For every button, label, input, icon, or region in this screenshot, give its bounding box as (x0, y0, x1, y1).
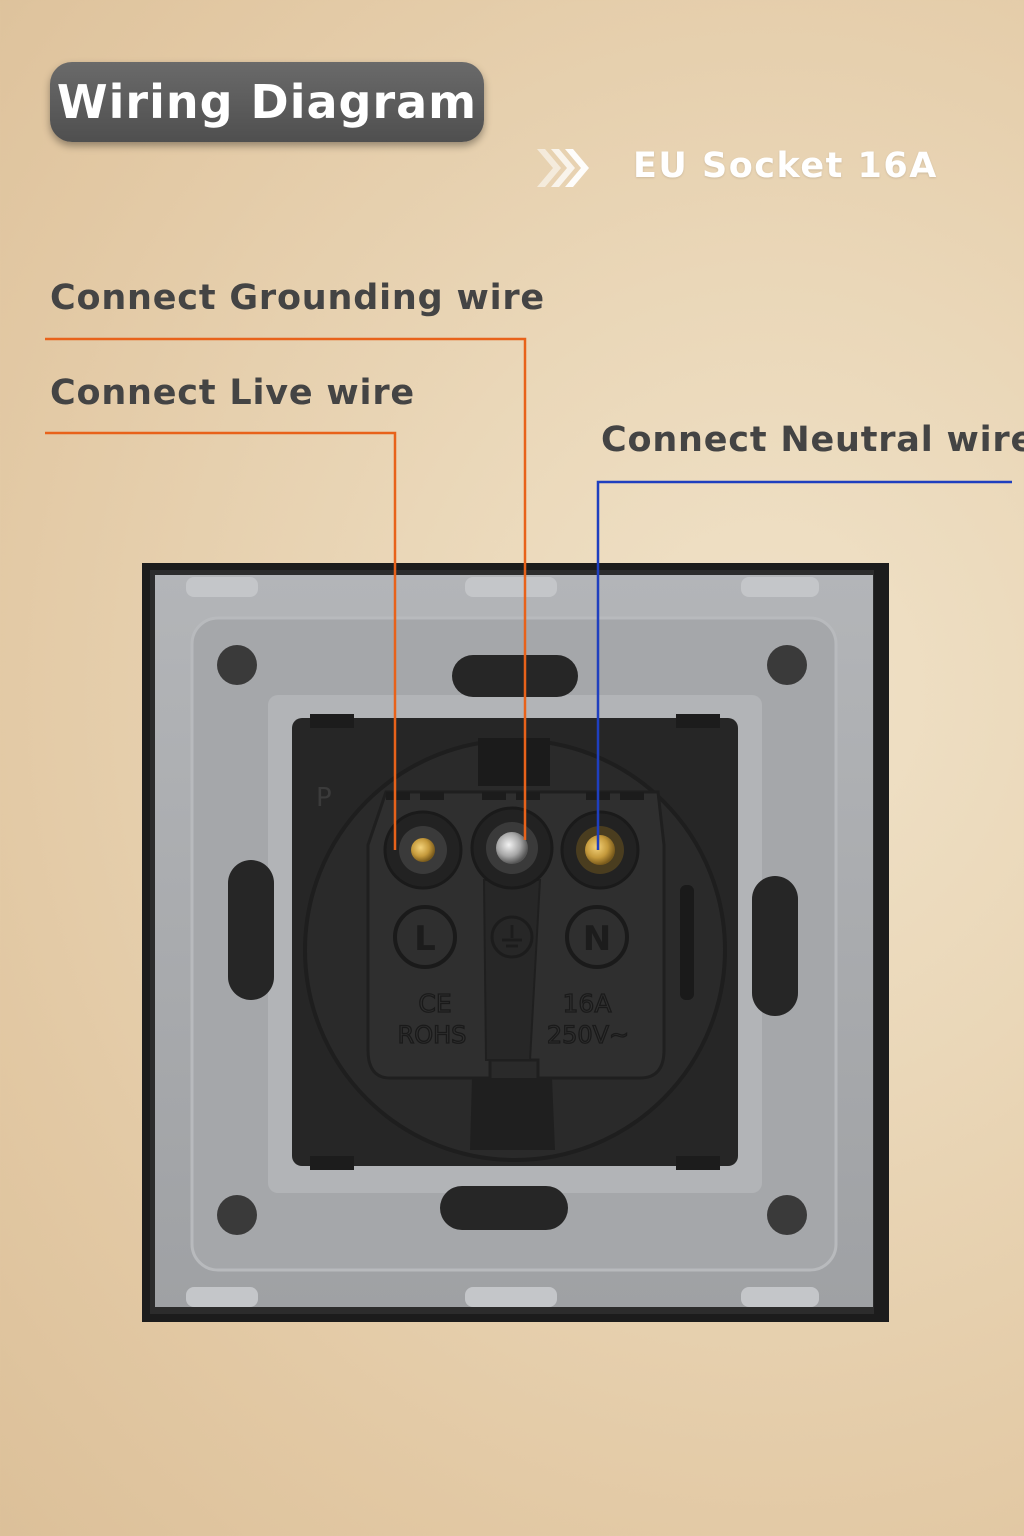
neutral-terminal (560, 810, 640, 890)
earth-symbol-icon (490, 915, 534, 959)
screw-hole (767, 1195, 807, 1235)
mounting-slot (440, 1186, 568, 1230)
triple-chevron-right-icon (537, 149, 589, 187)
grounding-wire-leader (45, 337, 527, 840)
live-wire-leader (45, 431, 397, 850)
grounding-wire-label: Connect Grounding wire (50, 278, 545, 318)
title-badge: Wiring Diagram (50, 62, 484, 142)
rohs-mark: ROHS (398, 1021, 467, 1049)
screw-hole (217, 1195, 257, 1235)
product-name: EU Socket 16A (633, 146, 938, 186)
screw-hole (767, 645, 807, 685)
live-terminal (383, 810, 463, 890)
corner-mark: P (316, 783, 332, 813)
neutral-wire-label: Connect Neutral wire (601, 420, 1024, 460)
ce-mark: CE (418, 989, 451, 1018)
mounting-slot (752, 876, 798, 1016)
mounting-slot (228, 860, 274, 1000)
live-marking (393, 905, 457, 969)
ground-terminal (470, 806, 554, 890)
mounting-slot (452, 655, 578, 697)
page-title: Wiring Diagram (56, 75, 478, 129)
screw-hole (217, 645, 257, 685)
rating-current: 16A (563, 989, 612, 1018)
live-letter: L (414, 919, 436, 959)
live-wire-label: Connect Live wire (50, 373, 415, 413)
neutral-marking (565, 905, 629, 969)
neutral-wire-leader (596, 480, 1012, 850)
rating-voltage: 250V~ (547, 1021, 629, 1049)
neutral-letter: N (583, 919, 611, 959)
